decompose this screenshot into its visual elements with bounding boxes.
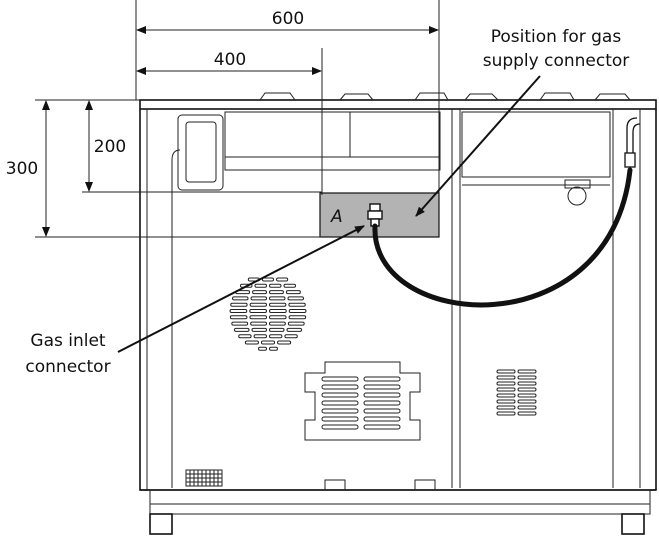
vent-slot (249, 309, 267, 313)
vent-slot (285, 290, 301, 295)
vent-slot (258, 346, 267, 351)
vent-slot (321, 384, 359, 390)
vent-slot (517, 369, 537, 374)
vent-slot (229, 309, 248, 313)
vent-slot (269, 296, 286, 301)
vent-slot (496, 405, 516, 410)
gas-inlet-label-line2: connector (25, 357, 110, 377)
grid-pattern (186, 470, 222, 486)
vent-slot (517, 399, 537, 404)
dim-200-label: 200 (94, 137, 126, 157)
vent-slot (321, 392, 359, 398)
gas-supply-label-line2: supply connector (483, 51, 630, 71)
vent-slot (517, 411, 537, 416)
vent-slot (496, 381, 516, 386)
gas-inlet-label-line1: Gas inlet (30, 331, 106, 351)
vent-slot (496, 411, 516, 416)
zone-label: A (330, 207, 343, 227)
vent-grille-right (496, 369, 537, 416)
vent-slot (496, 375, 516, 380)
vent-slot (496, 399, 516, 404)
vent-grille-left (229, 277, 307, 351)
dimension-lines: 600 400 300 200 (6, 0, 440, 238)
vent-slot (233, 327, 250, 332)
vent-slot (517, 381, 537, 386)
vent-slot (269, 309, 287, 313)
vent-slot (244, 340, 259, 345)
vent-slot (287, 296, 304, 301)
vent-slot (230, 302, 248, 307)
dim-300-label: 300 (6, 159, 38, 179)
vent-slot (269, 302, 287, 307)
vent-slot (269, 290, 284, 295)
vent-slot (517, 387, 537, 392)
vent-slot (284, 334, 298, 339)
vent-slot (363, 416, 401, 422)
vent-slot (283, 283, 297, 288)
gas-hose (372, 167, 633, 308)
vent-slot (269, 327, 285, 332)
vent-slot (363, 376, 401, 382)
vent-slot (287, 321, 305, 326)
gas-inlet-leader (117, 225, 365, 353)
vent-slot (250, 321, 267, 326)
gas-supply-leader (415, 75, 541, 217)
dim-600-label: 600 (272, 9, 304, 29)
vent-slot (260, 340, 276, 345)
vent-slot (269, 283, 282, 288)
vent-slot (249, 302, 267, 307)
vent-slot (363, 400, 401, 406)
vent-frame (304, 361, 421, 441)
vent-grille-center (304, 361, 421, 441)
vent-slot (269, 321, 286, 326)
vent-slot (321, 416, 359, 422)
vent-slot (288, 309, 307, 313)
vent-slot (517, 375, 537, 380)
vent-slot (276, 277, 289, 282)
vent-slot (238, 334, 252, 339)
vent-slot (232, 296, 249, 301)
vent-slot (321, 424, 359, 430)
callout-gas-inlet: Gas inlet connector (25, 225, 365, 377)
vent-slot (363, 384, 401, 390)
vent-slot (288, 315, 307, 320)
vent-slot (321, 408, 359, 414)
vent-slot (363, 408, 401, 414)
vent-slot (288, 302, 306, 307)
callout-gas-supply-position: Position for gas supply connector (415, 27, 630, 217)
gas-supply-label-line1: Position for gas (491, 27, 622, 47)
vent-slot (363, 392, 401, 398)
vent-slot (229, 315, 248, 320)
vent-slot (269, 334, 283, 339)
dim-400-label: 400 (214, 50, 246, 70)
vent-slot (517, 393, 537, 398)
vent-slot (517, 405, 537, 410)
vent-slot (363, 424, 401, 430)
burner-silhouettes (259, 92, 631, 101)
vent-slot (496, 387, 516, 392)
vent-slot (321, 376, 359, 382)
vent-slot (277, 340, 292, 345)
vent-slot (231, 321, 249, 326)
vent-slot (250, 296, 268, 301)
vent-slot (253, 334, 267, 339)
vent-slot (261, 277, 275, 282)
supply-fitting-icon (624, 117, 641, 168)
vent-slot (269, 346, 278, 351)
vent-slot (251, 327, 268, 332)
vent-slot (249, 315, 268, 320)
vent-slot (496, 393, 516, 398)
vent-slot (321, 400, 359, 406)
vent-slot (286, 327, 303, 332)
vent-slot (252, 290, 267, 295)
vent-slot (254, 283, 268, 288)
cooker-outline (139, 92, 657, 535)
vent-slot (269, 315, 287, 320)
vent-slot (496, 369, 516, 374)
